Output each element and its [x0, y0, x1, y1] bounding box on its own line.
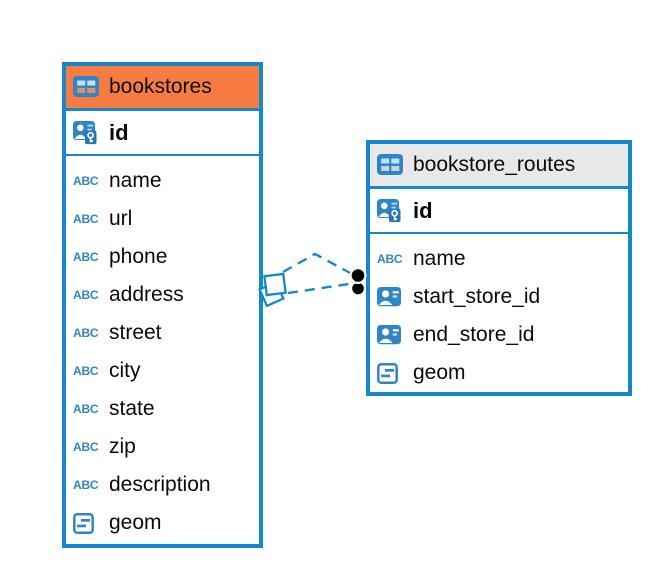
text-type-icon: ABC — [73, 288, 99, 302]
relationship-line-upper — [282, 252, 353, 276]
column-name-label: url — [109, 207, 133, 230]
column-row-start-store-id[interactable]: start_store_id — [370, 278, 628, 316]
column-name-label: zip — [109, 435, 136, 458]
column-name-label: address — [109, 283, 184, 306]
column-name-label: geom — [413, 361, 466, 384]
text-type-icon: ABC — [73, 250, 99, 264]
relationship-line-lower — [287, 282, 350, 295]
column-name-label: name — [413, 247, 466, 270]
text-type-icon: ABC — [73, 478, 99, 492]
primary-key-icon — [377, 198, 405, 223]
column-row-id[interactable]: id — [66, 111, 259, 156]
table-bookstore-routes[interactable]: bookstore_routes id ABC — [366, 140, 632, 396]
column-row-geom[interactable]: geom — [370, 354, 628, 392]
column-list: ABC name ABC url ABC phone ABC address A… — [66, 156, 259, 544]
one-end-marker-dots — [349, 267, 367, 295]
table-bookstores[interactable]: bookstores id ABC na — [62, 62, 263, 548]
column-row-url[interactable]: ABC url — [66, 200, 259, 238]
column-name-label: phone — [109, 245, 168, 268]
geometry-type-icon — [73, 512, 101, 534]
text-type-icon: ABC — [73, 440, 99, 454]
column-name-label: city — [109, 359, 141, 382]
column-row-street[interactable]: ABC street — [66, 314, 259, 352]
column-name-label: start_store_id — [413, 285, 541, 308]
column-row-geom[interactable]: geom — [66, 504, 259, 542]
column-row-name[interactable]: ABC name — [370, 240, 628, 278]
column-row-name[interactable]: ABC name — [66, 162, 259, 200]
column-name-label: street — [109, 321, 162, 344]
column-name-label: name — [109, 169, 162, 192]
column-row-address[interactable]: ABC address — [66, 276, 259, 314]
table-icon — [73, 76, 101, 98]
table-title: bookstore_routes — [413, 153, 576, 176]
column-name-label: description — [109, 473, 211, 496]
text-type-icon: ABC — [73, 402, 99, 416]
text-type-icon: ABC — [377, 252, 403, 266]
table-title: bookstores — [109, 75, 212, 98]
text-type-icon: ABC — [73, 326, 99, 340]
reference-column-icon — [377, 287, 405, 307]
table-icon — [377, 154, 405, 176]
reference-column-icon — [377, 325, 405, 345]
primary-key-icon — [73, 120, 101, 145]
many-end-marker-squares — [258, 272, 287, 308]
column-name-label: end_store_id — [413, 323, 535, 346]
column-row-city[interactable]: ABC city — [66, 352, 259, 390]
table-bookstore-routes-header[interactable]: bookstore_routes — [370, 144, 628, 189]
column-name-label: id — [109, 119, 129, 145]
column-name-label: id — [413, 197, 433, 223]
text-type-icon: ABC — [73, 364, 99, 378]
column-row-state[interactable]: ABC state — [66, 390, 259, 428]
column-name-label: state — [109, 397, 155, 420]
column-row-phone[interactable]: ABC phone — [66, 238, 259, 276]
column-row-id[interactable]: id — [370, 189, 628, 234]
column-row-end-store-id[interactable]: end_store_id — [370, 316, 628, 354]
column-list: ABC name start_store_id — [370, 234, 628, 392]
column-name-label: geom — [109, 511, 162, 534]
geometry-type-icon — [377, 362, 405, 384]
column-row-zip[interactable]: ABC zip — [66, 428, 259, 466]
table-bookstores-header[interactable]: bookstores — [66, 66, 259, 111]
text-type-icon: ABC — [73, 174, 99, 188]
text-type-icon: ABC — [73, 212, 99, 226]
column-row-description[interactable]: ABC description — [66, 466, 259, 504]
